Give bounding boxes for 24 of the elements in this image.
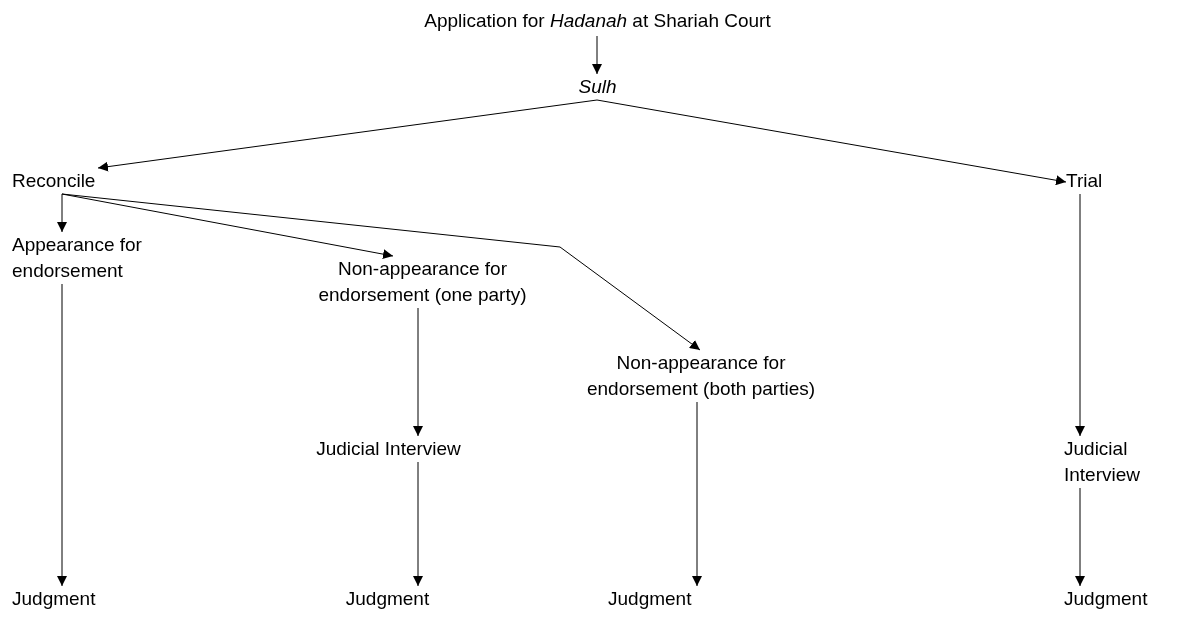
step-label: Non-appearance for endorsement (one party) xyxy=(295,256,550,308)
step-label: Non-appearance for endorsement (both parties) xyxy=(570,350,832,402)
arrow xyxy=(692,401,702,587)
step-label: Judgment xyxy=(340,586,435,612)
step-label: Judicial Interview xyxy=(1064,436,1154,488)
step-label: Judgment xyxy=(1064,586,1159,612)
step-label: Reconcile xyxy=(12,168,132,194)
arrow xyxy=(1075,487,1085,587)
step-label: Judicial Interview xyxy=(296,436,481,462)
arrow xyxy=(57,283,67,587)
arrow xyxy=(1075,193,1085,437)
step-label: Trial xyxy=(1066,168,1116,194)
step-label: Judgment xyxy=(12,586,107,612)
arrow xyxy=(592,35,602,75)
arrow xyxy=(413,461,423,587)
arrow xyxy=(57,193,67,233)
arrow xyxy=(413,307,423,437)
step-label: Sulh xyxy=(570,74,625,100)
step-label: Appearance for endorsement xyxy=(12,232,177,284)
arrow xyxy=(97,99,598,172)
arrow xyxy=(61,193,701,351)
arrow xyxy=(596,99,1067,186)
step-label: Application for Hadanah at Shariah Court xyxy=(365,8,830,36)
step-label: Judgment xyxy=(608,586,703,612)
